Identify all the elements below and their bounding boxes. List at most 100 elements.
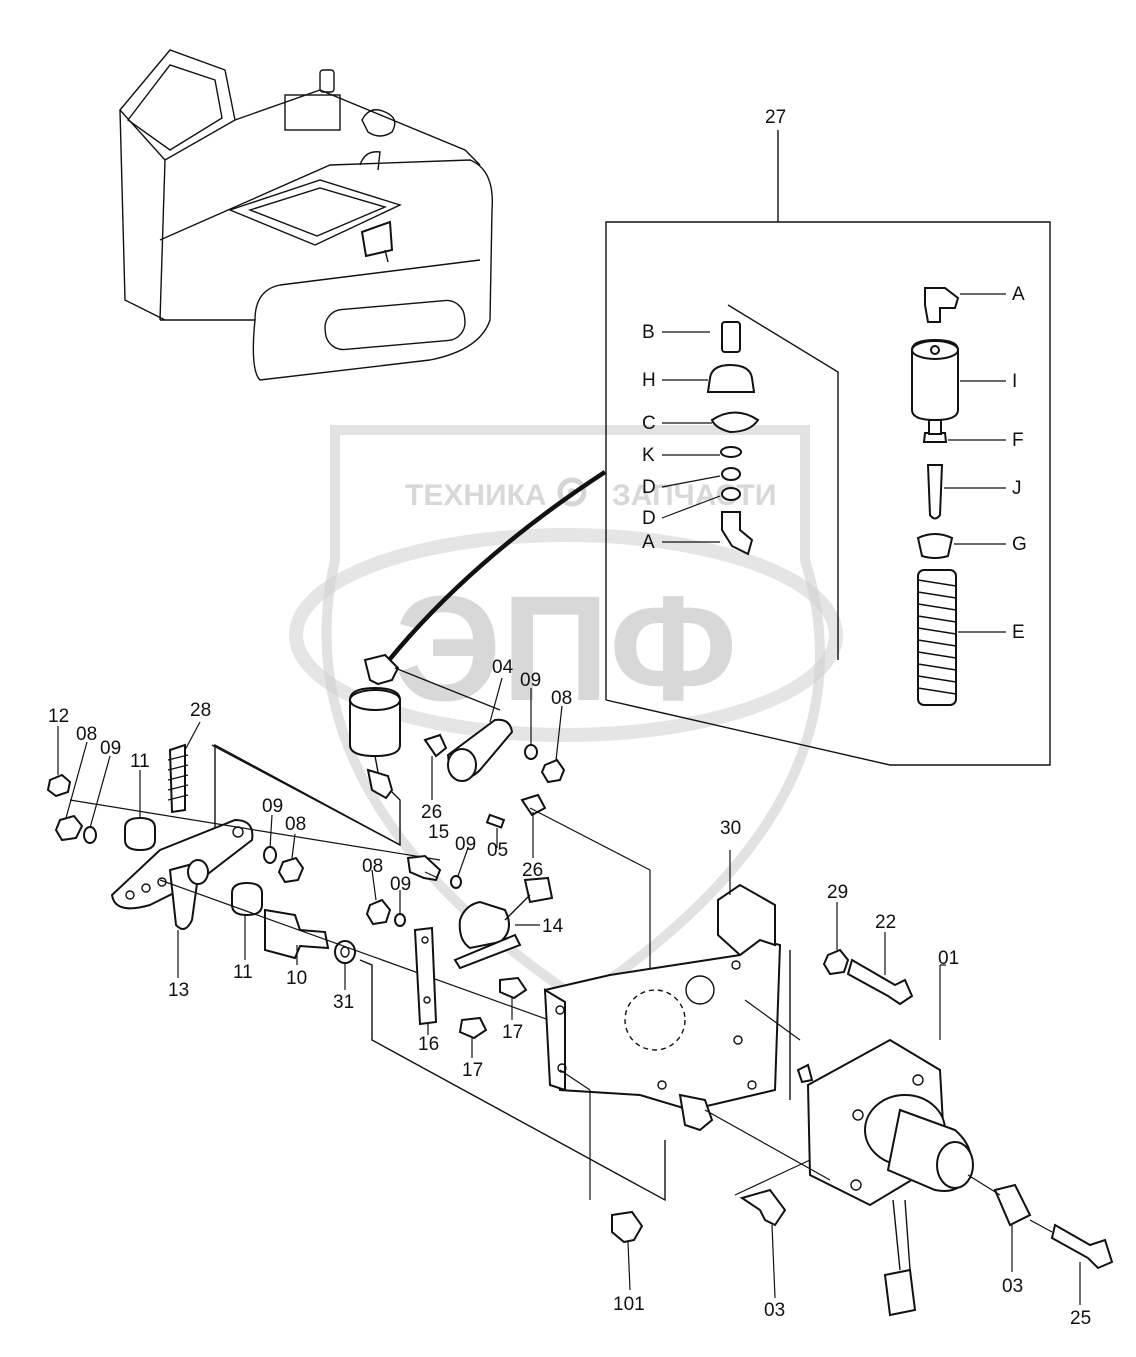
watermark-text-right: ЗАПЧАСТИ (612, 479, 776, 512)
callout-17-b: 17 (462, 1060, 483, 1081)
callout-29: 29 (827, 882, 848, 903)
kit-label-f: F (1012, 430, 1024, 451)
motor-01 (704, 950, 974, 1317)
kit-label-k: K (642, 445, 655, 466)
washer-09-mid (263, 846, 277, 864)
bolt-17-a (499, 976, 528, 1000)
kit-label-g: G (1012, 534, 1027, 555)
callout-101: 101 (613, 1294, 645, 1315)
kit-label-j: J (1012, 478, 1022, 499)
kit-label-b: B (642, 322, 655, 343)
washer-d-1 (721, 467, 741, 481)
callout-26-a: 26 (421, 802, 442, 823)
clip-12 (46, 773, 72, 798)
spring-e (917, 569, 957, 706)
kit-label-c: C (642, 413, 656, 434)
kit-label-a-bottom: A (642, 532, 655, 553)
bolt-22 (846, 958, 914, 1006)
callout-08-a: 08 (76, 724, 97, 745)
linkage-parts (359, 718, 666, 1202)
callout-09-b: 09 (262, 796, 283, 817)
callout-labels: 12 08 09 11 28 09 08 11 13 10 31 04 09 0… (48, 657, 1091, 1329)
kit-labels: A B H C K D D A I F J G E (642, 284, 1027, 643)
callout-01: 01 (938, 948, 959, 969)
bolt-15 (406, 854, 442, 882)
callout-25: 25 (1070, 1308, 1091, 1329)
kit-label-d-1: D (642, 477, 656, 498)
callout-13: 13 (168, 980, 189, 1001)
kit-label-a-top: A (1012, 284, 1025, 305)
nut-29 (822, 948, 850, 976)
cylinder-i (911, 338, 959, 422)
clip-26-left (423, 733, 448, 758)
seat-h (706, 363, 756, 393)
bushing-b (721, 321, 741, 353)
kit-label-e: E (1012, 622, 1025, 643)
callout-17-a: 17 (502, 1022, 523, 1043)
washer-09-center (450, 875, 462, 889)
connector (883, 1268, 917, 1317)
kit-27-box: 27 (605, 107, 1051, 766)
kit-parts-left (706, 321, 760, 556)
callout-11-b: 11 (233, 962, 253, 983)
spring-28 (168, 743, 186, 814)
shaft-10 (264, 908, 330, 960)
group-label: 27 (765, 107, 786, 128)
callout-12: 12 (48, 706, 69, 727)
callout-09-d: 09 (455, 834, 476, 855)
washer-09-left (83, 826, 97, 844)
bolt-25 (1050, 1223, 1114, 1270)
joint-a-lower (721, 511, 754, 556)
callout-09-c: 09 (520, 670, 541, 691)
watermark-oval (289, 528, 843, 742)
clip-03-right (993, 1183, 1032, 1227)
callout-05: 05 (487, 840, 508, 861)
callout-08-c: 08 (551, 688, 572, 709)
callout-09-a: 09 (100, 738, 121, 759)
washer-k (720, 446, 742, 458)
kit-label-i: I (1012, 371, 1017, 392)
callout-11-a: 11 (130, 751, 150, 772)
clip-26-right (520, 793, 547, 817)
washer-09-top (524, 744, 538, 760)
plate-16 (413, 926, 438, 1026)
callout-04: 04 (492, 657, 514, 678)
callout-22: 22 (875, 912, 896, 933)
watermark: ТЕХНИКА ЗАПЧАСТИ ЭПФ (289, 425, 843, 1007)
callout-leaders (57, 677, 1081, 1305)
bracket-30 (543, 850, 782, 1200)
lower-hardware (611, 948, 1114, 1270)
joint-a-upper (924, 287, 960, 323)
watermark-text-left: ТЕХНИКА (405, 479, 547, 512)
sensor-14 (458, 900, 510, 950)
callout-14: 14 (542, 916, 564, 937)
callout-03-b: 03 (1002, 1276, 1023, 1297)
callout-08-d: 08 (362, 856, 383, 877)
washer-d-2 (721, 487, 741, 501)
callout-03-a: 03 (764, 1300, 785, 1321)
clip-03-left (739, 1188, 787, 1227)
callout-09-e: 09 (390, 874, 411, 895)
nut-08-lower (365, 898, 392, 926)
guide-g (916, 533, 954, 559)
pin-05 (485, 813, 506, 829)
kit-label-d-2: D (642, 508, 656, 529)
pin-j (926, 464, 944, 520)
bolt-101 (611, 1210, 644, 1244)
excavator-overview (119, 49, 494, 381)
callout-15: 15 (428, 822, 449, 843)
collar-11-lower (231, 881, 263, 917)
washer-09-lower (394, 913, 406, 927)
nut-08-top (540, 758, 566, 784)
nut-08-left (54, 814, 84, 842)
callout-08-b: 08 (285, 814, 306, 835)
callout-30: 30 (720, 818, 741, 839)
collar-11-upper (124, 816, 156, 852)
damper-assembly (214, 470, 607, 847)
nut-08-mid (277, 856, 305, 884)
callout-31: 31 (333, 992, 354, 1013)
bolt-17-b (458, 1016, 488, 1040)
callout-16: 16 (418, 1034, 439, 1055)
kit-label-h: H (642, 370, 656, 391)
